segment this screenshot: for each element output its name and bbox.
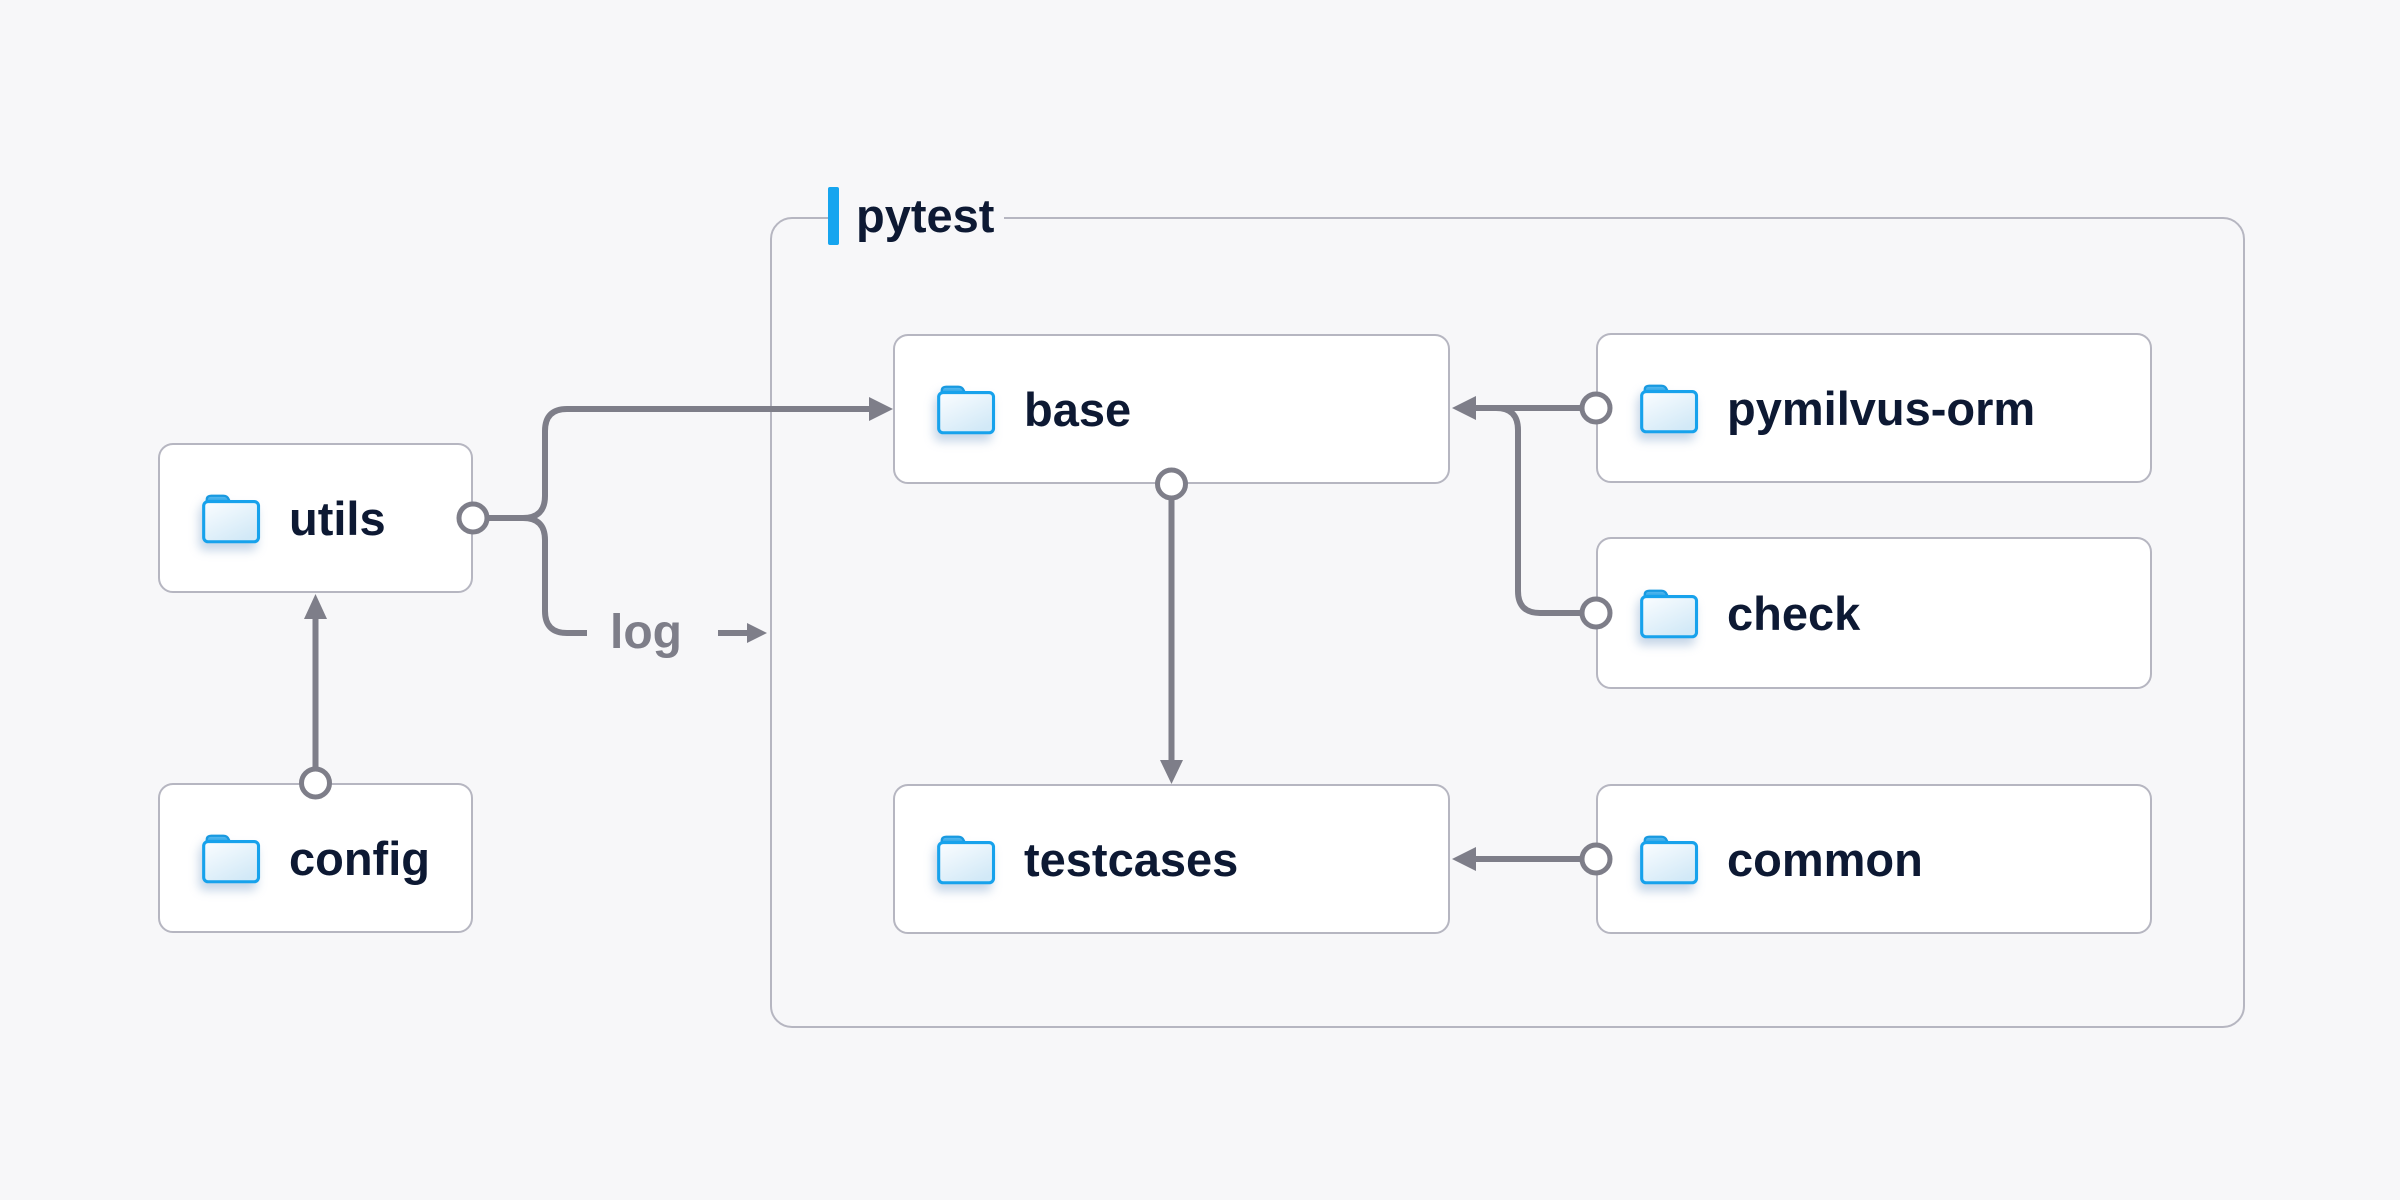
folder-icon — [200, 492, 262, 545]
pytest-group — [770, 217, 2245, 1028]
node-config: config — [158, 783, 473, 933]
node-common: common — [1596, 784, 2152, 934]
pytest-group-label-text: pytest — [856, 189, 995, 242]
folder-icon — [1638, 833, 1700, 886]
folder-icon — [935, 833, 997, 886]
arrowhead — [304, 594, 327, 619]
node-label: testcases — [1024, 832, 1239, 886]
node-label: check — [1727, 586, 1861, 640]
node-label: utils — [289, 491, 386, 545]
node-pymilvus-orm: pymilvus-orm — [1596, 333, 2152, 483]
arrowhead — [747, 623, 767, 643]
node-label: pymilvus-orm — [1727, 381, 2036, 435]
accent-bar — [828, 187, 839, 245]
node-label: base — [1024, 382, 1132, 436]
node-check: check — [1596, 537, 2152, 689]
edge-utils-to-log — [522, 515, 587, 636]
node-utils: utils — [158, 443, 473, 593]
folder-icon — [200, 832, 262, 885]
node-label: common — [1727, 832, 1923, 886]
node-label: config — [289, 831, 430, 885]
pytest-group-label: pytest — [828, 187, 1005, 245]
folder-icon — [1638, 382, 1700, 435]
log-edge-label: log — [610, 606, 682, 659]
node-base: base — [893, 334, 1450, 484]
folder-icon — [935, 383, 997, 436]
node-testcases: testcases — [893, 784, 1450, 934]
folder-icon — [1638, 587, 1700, 640]
